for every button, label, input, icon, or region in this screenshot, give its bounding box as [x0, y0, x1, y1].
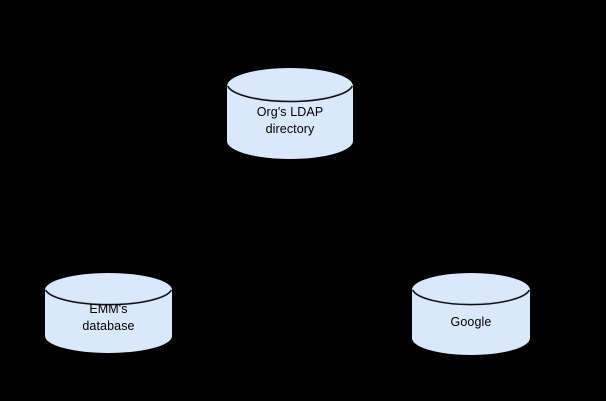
database-node[interactable]: EMM's database [44, 273, 173, 353]
database-cylinder-icon [226, 68, 354, 159]
database-cylinder-icon [411, 273, 531, 355]
cylinder-top-edge [44, 289, 173, 306]
cylinder-body [45, 273, 172, 353]
cylinder-body [412, 273, 530, 355]
database-cylinder-icon [44, 273, 173, 353]
cylinder-top-edge [226, 85, 354, 103]
database-node[interactable]: Google [411, 273, 531, 355]
database-node[interactable]: Org's LDAP directory [226, 68, 354, 159]
cylinder-top-edge [411, 289, 531, 306]
cylinder-body [227, 68, 353, 159]
